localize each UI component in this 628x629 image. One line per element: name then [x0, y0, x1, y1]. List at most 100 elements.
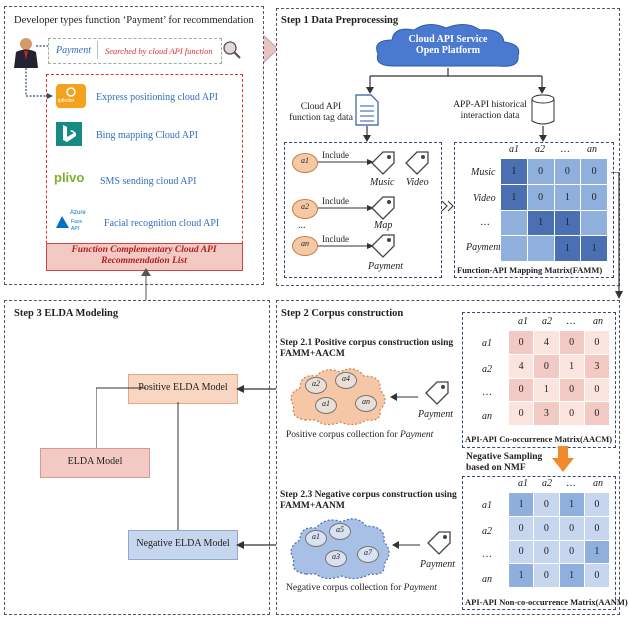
- aacm-cell: 0: [507, 377, 535, 403]
- search-bar[interactable]: [48, 38, 222, 64]
- pos-node-an: [355, 395, 377, 412]
- positive-elda-box: [128, 374, 238, 404]
- cloud-branches: [366, 68, 546, 94]
- arrow-pos-to-cloud: [390, 393, 418, 401]
- aanm-cell: 0: [507, 539, 535, 565]
- api-item-sms-sending[interactable]: SMS sending cloud API: [100, 176, 197, 187]
- famm-row-video: Video: [473, 193, 496, 204]
- famm-box: [454, 142, 614, 278]
- document-icon: [355, 94, 379, 126]
- famm-cell: 1: [553, 235, 582, 262]
- tag-icon-payment: [371, 234, 395, 258]
- neg-node-a1: [305, 530, 327, 547]
- bing-logo: [56, 122, 82, 146]
- famm-row-ellipsis: …: [480, 217, 490, 228]
- famm-cell: 1: [526, 209, 555, 237]
- pos-node-a2: [305, 377, 327, 394]
- famm-row-music: Music: [471, 167, 496, 178]
- famm-col-a2: a2: [535, 144, 545, 155]
- aacm-cell: 4: [533, 330, 560, 355]
- tag-data-label: Cloud API function tag data: [289, 102, 353, 123]
- aanm-cell: 0: [558, 539, 585, 565]
- aacm-col-a1: a1: [518, 316, 528, 327]
- include-label-3: Include: [322, 234, 349, 244]
- famm-col-an: an: [587, 144, 597, 155]
- aanm-cell: 0: [533, 492, 560, 517]
- node-ellipsis: ...: [298, 220, 306, 231]
- step2-title: Step 2 Corpus construction: [281, 308, 404, 319]
- arrow-down-left: [363, 126, 371, 142]
- api-item-facial-recognition[interactable]: Facial recognition cloud API: [104, 218, 220, 229]
- step3-title: Step 3 ELDA Modeling: [14, 308, 119, 319]
- double-chevron-icon: [441, 200, 454, 212]
- cloud-platform-label: Cloud API Service Open Platform: [408, 34, 488, 56]
- famm-cell: [580, 209, 608, 237]
- node-a1: [292, 153, 318, 173]
- famm-cell: 0: [580, 158, 608, 185]
- aacm-row-a1: a1: [482, 338, 492, 349]
- ipfinder-logo: ipfinder: [56, 84, 86, 108]
- famm-cell: [500, 209, 528, 237]
- aacm-col-an: an: [593, 316, 603, 327]
- aanm-cell: 0: [507, 515, 535, 541]
- developer-avatar-icon: [14, 38, 38, 68]
- node-an: [292, 236, 318, 256]
- orange-down-arrow-icon: [552, 446, 574, 472]
- pos-node-a4: [335, 372, 357, 389]
- elda-model-label: ELDA Model: [67, 456, 123, 467]
- aacm-cell: 0: [507, 330, 535, 355]
- famm-col-ellipsis: …: [560, 144, 570, 155]
- aanm-cell: 1: [507, 492, 535, 517]
- famm-cell: 0: [553, 158, 582, 185]
- aanm-caption: API-API Non-co-occurrence Matrix(AANM): [465, 597, 628, 607]
- tag-payment: Payment: [368, 261, 403, 272]
- historical-data-label: APP-API historical interaction data: [453, 100, 527, 121]
- search-hint: Searched by cloud API function: [105, 46, 213, 56]
- neg-node-a5: [329, 523, 351, 540]
- search-divider: [97, 41, 98, 59]
- aacm-row-a2: a2: [482, 364, 492, 375]
- include-label-1: Include: [322, 150, 349, 160]
- aacm-row-ellipsis: …: [482, 387, 492, 398]
- aanm-cell: 0: [533, 539, 560, 565]
- elda-tree-connectors: [96, 387, 179, 530]
- aanm-row-a2: a2: [482, 526, 492, 537]
- azure-face-logo: Azure Face API: [56, 210, 86, 236]
- aacm-cell: 0: [558, 377, 585, 403]
- negative-elda-box: [128, 530, 238, 560]
- neg-node-a3: [325, 550, 347, 567]
- aacm-col-a2: a2: [542, 316, 552, 327]
- aanm-cell: 1: [558, 563, 585, 588]
- famm-cell: 0: [526, 158, 555, 185]
- tag-mapping-box: [284, 142, 442, 278]
- search-icon[interactable]: [222, 40, 242, 60]
- aacm-cell: 1: [533, 377, 560, 403]
- cloud-platform-icon: [376, 24, 520, 67]
- aanm-cell: 1: [583, 539, 611, 565]
- aacm-cell: 4: [507, 353, 535, 379]
- famm-cell: 1: [553, 183, 582, 211]
- api-item-bing-mapping[interactable]: Bing mapping Cloud API: [96, 130, 198, 141]
- search-query[interactable]: Payment: [56, 45, 91, 56]
- node-a2: [292, 199, 318, 219]
- elda-model-box: [40, 448, 150, 478]
- aacm-caption: API-API Co-occurrence Matrix(AACM): [465, 434, 613, 444]
- step23-title: Step 2.3 Negative corpus construction us…: [280, 490, 457, 511]
- negative-corpus-caption: Negative corpus collection for Payment: [286, 583, 437, 593]
- aacm-cell: 0: [533, 353, 560, 379]
- tag-icon-video: [405, 151, 429, 175]
- api-item-express-positioning[interactable]: Express positioning cloud API: [96, 92, 218, 103]
- tag-icon-payment-positive: [425, 381, 449, 405]
- tag-map: Map: [374, 220, 393, 231]
- pos-node-a1: [315, 397, 337, 414]
- aanm-cell: 0: [533, 563, 560, 588]
- neg-node-a7: [357, 546, 379, 563]
- aanm-row-an: an: [482, 574, 492, 585]
- famm-cell: 1: [580, 235, 608, 262]
- tag-music: Music: [370, 177, 395, 188]
- aanm-box: [462, 476, 616, 610]
- aacm-cell: 0: [583, 401, 611, 426]
